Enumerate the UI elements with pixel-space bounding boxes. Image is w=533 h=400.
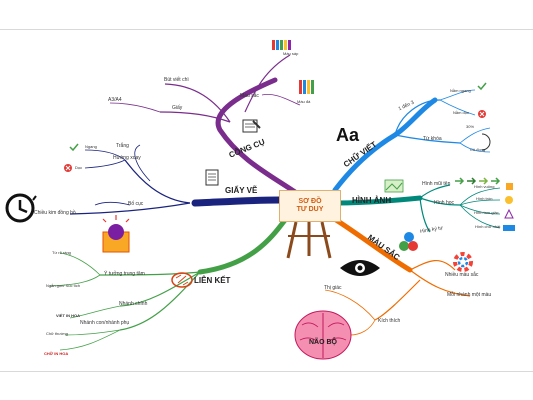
square-shape [506,183,513,190]
easel-icon [286,221,332,259]
circle-shape [505,196,513,204]
bottom-divider [0,371,533,372]
cycle-arrows-icon [481,133,491,151]
label-doc: Dọc [75,165,83,170]
aa-glyph: Aa [336,125,360,145]
color-wheel-icon [453,252,473,272]
landscape-image-icon [384,179,404,193]
label-y-tuong: Ý tưởng trung tâm [104,271,145,277]
label-viet-in-hoa: VIẾT IN HOA [56,313,81,318]
center-line-1: SƠ ĐỒ [298,198,322,205]
branch-label-lien-ket: LIÊN KẾT [194,276,231,285]
arrow-shapes-icon [455,177,501,185]
label-kich-thich: Kích thích [378,318,401,324]
check-icon-2 [477,82,487,91]
center-line-2: TƯ DUY [296,206,324,213]
label-mau-da: Màu đá [297,99,311,104]
label-giay: Giấy [172,105,183,111]
label-chu-in-hoa: CHỮ IN HOA [44,351,69,356]
document-icon [205,169,219,186]
label-ngan-gon: Ngắn gọn/ Súc tích [46,283,81,288]
colored-pencils-icon [299,80,314,94]
rectangle-shape [503,225,515,231]
label-chu-thuong: Chữ thường [46,331,68,336]
label-trang: Trắng [116,143,129,149]
label-hinh-hoc: Hình học [434,200,455,206]
branch-line-cong-cu [215,77,298,195]
idea-box-icon [102,215,130,253]
label-mau-sac-tool: Màu sắc [240,93,259,99]
label-nhieu-mau-sac: Nhiều màu sắc [445,272,479,278]
branch-line-mau-sac [330,215,413,273]
label-mau-sap: Màu sáp [283,51,299,56]
label-huong-xoay: Hướng xoay [113,155,141,161]
label-moi-nhanh: Mỗi nhánh một màu [447,292,492,298]
label-tu-khoa: Từ khóa [423,136,442,142]
label-bo-cuc: Bố cục [128,201,144,207]
label-ngang: Ngang [85,144,97,149]
color-balls-icon [399,232,418,251]
branch-line-chu-viet [332,97,438,193]
clock-icon [5,193,37,223]
pencil-paper-icon [242,119,261,133]
branch-line-hinh-anh [335,195,423,206]
triangle-shape [504,208,514,219]
label-30pct: 30% [466,124,475,129]
x-icon-2 [478,110,486,118]
label-hinh-vuong: Hình vuông [474,184,495,189]
label-but-viet-chi: Bút viết chì [164,77,189,83]
label-hinh-mui-ten: Hình mũi tên [422,181,451,187]
chain-link-icon [171,272,193,288]
branch-label-hinh-anh: HÌNH ẢNH [352,196,392,205]
label-tu-ro-rang: Từ rõ ràng [52,250,71,255]
label-nhanh-chinh: Nhánh chính [119,301,148,307]
branch-label-nao-bo: NÃO BỘ [309,339,337,346]
label-nam-ngang: Nằm ngang [450,88,471,93]
label-co-dong: Cô đọng [470,147,486,152]
check-icon [69,143,79,152]
center-topic-card: SƠ ĐỒ TƯ DUY [279,190,341,222]
label-hinh-tron: Hình tròn [476,196,493,201]
brain-icon [294,310,352,360]
branch-line-giay-ve [191,196,284,207]
label-chieu-kim: Chiều kim đồng hồ [34,210,76,216]
eye-icon [340,260,380,276]
branch-line-lien-ket [197,217,288,275]
x-icon [64,164,72,172]
label-nhanh-con: Nhánh con/nhánh phụ [80,320,130,326]
top-divider [0,29,533,30]
crayons-icon [272,40,291,50]
label-hinh-tam-giac: Hình tam giác [474,210,499,215]
label-hinh-chu-nhat: Hình chữ nhật [475,224,501,229]
label-thi-giac: Thị giác [324,285,342,291]
branch-label-giay-ve: GIẤY VẼ [225,186,258,195]
label-a3a4: A3/A4 [108,97,122,103]
label-nam-doc: Nằm dọc [453,110,470,115]
